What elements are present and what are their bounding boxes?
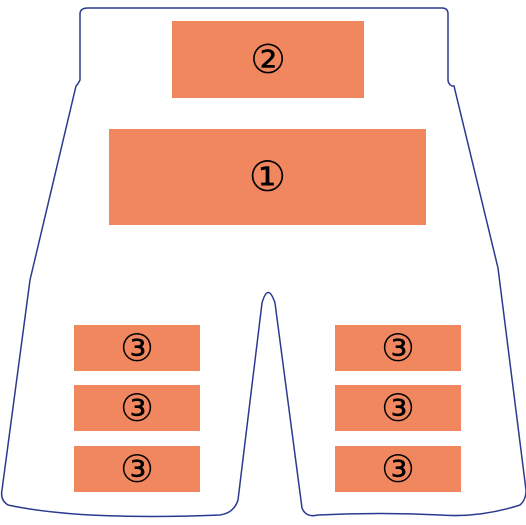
zone-right-leg-3: ③ (335, 446, 461, 492)
zone-right-leg-1: ③ (335, 325, 461, 371)
zone-right-leg-2: ③ (335, 385, 461, 431)
zone-chest: ① (109, 129, 426, 225)
zone-left-leg-1: ③ (74, 325, 200, 371)
zone-left-leg-3-label: ③ (120, 450, 154, 488)
zone-left-leg-1-label: ③ (120, 329, 154, 367)
zone-right-leg-1-label: ③ (381, 329, 415, 367)
zone-chest-label: ① (249, 156, 287, 198)
zone-right-leg-2-label: ③ (381, 389, 415, 427)
zone-left-leg-2-label: ③ (120, 389, 154, 427)
zone-left-leg-2: ③ (74, 385, 200, 431)
zone-collar-label: ② (250, 40, 286, 80)
zone-left-leg-3: ③ (74, 446, 200, 492)
zone-collar: ② (172, 21, 364, 98)
zone-right-leg-3-label: ③ (381, 450, 415, 488)
